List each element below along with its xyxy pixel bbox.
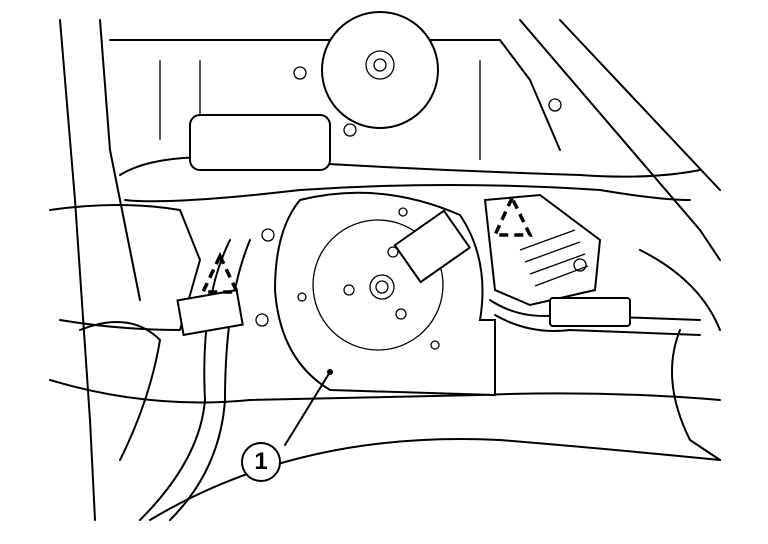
- dashed-triangle-icon: [492, 193, 533, 237]
- upper-motor: [189, 11, 562, 171]
- wiring-harness: [79, 156, 701, 521]
- resistor-grille: [483, 193, 631, 327]
- blower-motor: [176, 191, 496, 446]
- dashed-triangle-icon: [200, 251, 240, 294]
- callout-1: 1: [241, 442, 281, 482]
- body-panels: [49, 19, 721, 521]
